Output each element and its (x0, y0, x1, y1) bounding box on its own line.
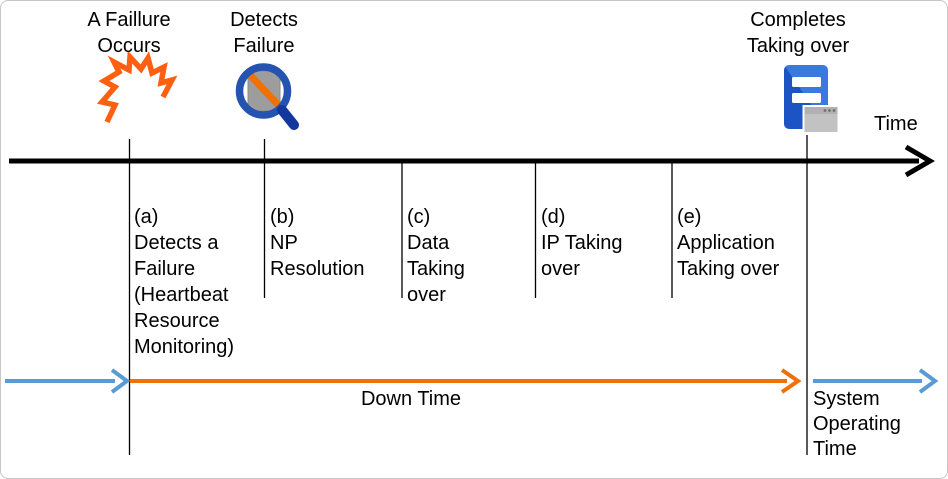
failure-spark-icon (96, 50, 178, 124)
detect-magnifier-icon (235, 63, 299, 130)
system-operating-time-label: System Operating Time (813, 388, 901, 460)
phase-label-e: (e) Application Taking over (677, 206, 780, 280)
label-completes-taking-over: Completes Taking over (746, 9, 850, 57)
server-takeover-icon (784, 65, 840, 134)
pre-failure-operating-arrow (5, 368, 131, 394)
time-axis-arrow (9, 144, 935, 178)
phase-label-c: (c) Data Taking over (407, 206, 465, 306)
time-axis-label: Time (874, 113, 918, 135)
application-window-icon (802, 105, 840, 134)
label-detects-failure: Detects Failure (230, 9, 298, 57)
phase-label-d: (d) IP Taking over (541, 206, 623, 280)
down-time-arrow (130, 368, 802, 394)
system-operating-arrow (813, 368, 939, 394)
phase-label-a: (a) Detects a Failure (Heartbeat Resourc… (134, 206, 235, 358)
down-time-label: Down Time (360, 388, 462, 410)
phase-label-b: (b) NP Resolution (270, 206, 365, 280)
label-failure-occurs: A Faillure Occurs (87, 9, 171, 57)
